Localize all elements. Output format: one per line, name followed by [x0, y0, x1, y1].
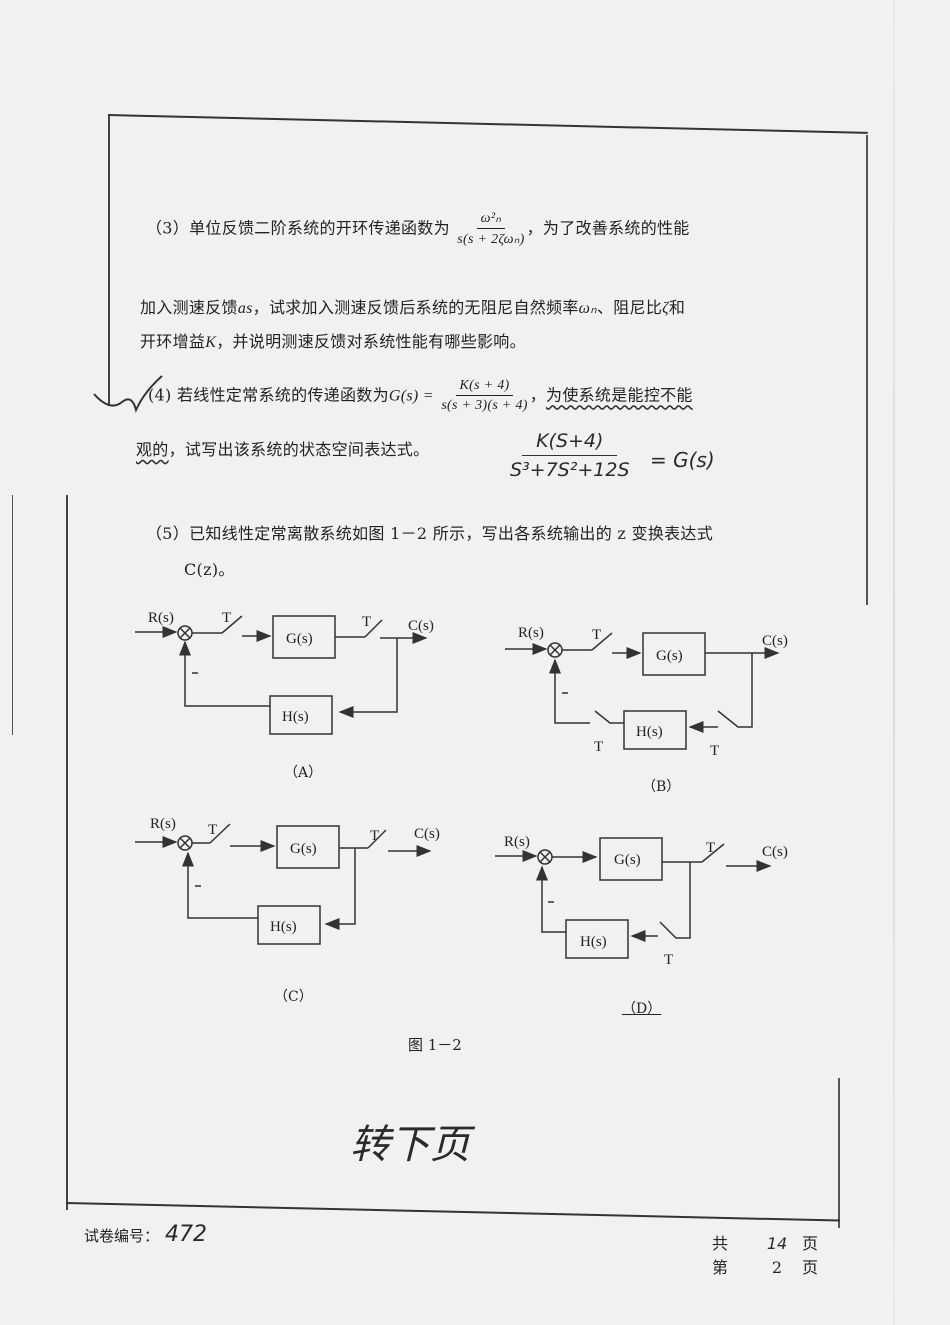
question-text: ，为了改善系统的性能	[526, 218, 690, 238]
svg-text:H(s): H(s)	[580, 934, 607, 950]
svg-text:C(s): C(s)	[414, 826, 440, 842]
svg-text:T: T	[664, 952, 673, 968]
page-frame-right	[866, 135, 868, 605]
math-var: ζ	[662, 300, 669, 317]
transfer-function-fraction: K(s + 4) s(s + 3)(s + 4)	[441, 378, 527, 414]
svg-text:R(s): R(s)	[518, 625, 544, 641]
transfer-function-fraction: ω²ₙ s(s + 2ζωₙ)	[457, 210, 524, 248]
margin-mark	[12, 495, 13, 735]
total-label: 共	[712, 1234, 729, 1253]
question-text: ，	[529, 385, 547, 405]
svg-text:G(s): G(s)	[656, 648, 683, 664]
handwritten-equation: = G(s)	[650, 448, 715, 472]
svg-text:R(s): R(s)	[150, 816, 176, 832]
block-diagram-c: R(s) T G(s) T C(s) H(s)	[135, 816, 440, 945]
svg-text:C(s): C(s)	[762, 633, 788, 649]
page-frame-bottom	[65, 1202, 840, 1222]
figure-title: 图 1－2	[408, 1036, 462, 1054]
svg-text:C(s): C(s)	[762, 844, 788, 860]
block-diagram-d: R(s) G(s) T C(s) H(s) T	[495, 834, 788, 968]
numerator: K(s + 4)	[455, 378, 514, 396]
svg-text:G(s): G(s)	[286, 631, 313, 647]
svg-text:R(s): R(s)	[504, 834, 530, 850]
question-3-line-1: （3）单位反馈二阶系统的开环传递函数为 ω²ₙ s(s + 2ζωₙ) ，为了改…	[146, 210, 690, 248]
diagram-b-caption: （B）	[642, 779, 681, 795]
page-unit: 页	[802, 1234, 819, 1253]
question-text: 单位反馈二阶系统的开环传递函数为	[189, 218, 450, 238]
svg-text:T: T	[208, 822, 217, 838]
math-var: as	[237, 300, 253, 317]
question-text: 、阻尼比	[596, 298, 663, 317]
numerator: ω²ₙ	[476, 210, 506, 229]
handwritten-note: 转下页	[350, 1122, 470, 1168]
page-frame-top	[107, 114, 868, 134]
page-frame-right-lower	[838, 1078, 840, 1228]
underlined-text: 观的	[136, 440, 169, 459]
page-unit: 页	[802, 1258, 819, 1277]
handwritten-denominator: S³+7S²+12S	[510, 459, 630, 481]
denominator: s(s + 3)(s + 4)	[441, 398, 528, 413]
svg-text:T: T	[370, 828, 379, 844]
question-text: 已知线性定常离散系统如图 1－2 所示，写出各系统输出的 z 变换表达式	[189, 524, 714, 543]
block-diagram-b: R(s) T G(s) C(s) H(s) T T	[505, 625, 788, 759]
underlined-text: 为使系统是能控不能	[546, 385, 693, 405]
question-text: 和	[668, 298, 686, 317]
svg-text:T: T	[592, 627, 601, 643]
page-frame-left-lower	[66, 495, 68, 1210]
svg-text:T: T	[710, 743, 719, 759]
handwritten-fraction: K(S+4) S³+7S²+12S	[510, 430, 630, 481]
question-text: ，试求加入测速反馈后系统的无阻尼自然频率	[252, 298, 579, 317]
denominator: s(s + 2ζωₙ)	[457, 232, 525, 247]
question-5-line-2: C(z)。	[184, 560, 235, 579]
handwritten-numerator: K(S+4)	[522, 430, 618, 456]
svg-text:G(s): G(s)	[614, 852, 641, 868]
svg-text:R(s): R(s)	[148, 610, 174, 626]
current-label: 第	[712, 1258, 729, 1277]
math-var: K	[205, 334, 217, 351]
question-4-line-2: 观的，试写出该系统的状态空间表达式。	[136, 436, 429, 460]
page-frame-left	[108, 116, 110, 406]
math-var: ωₙ	[578, 300, 597, 317]
svg-text:H(s): H(s)	[270, 919, 297, 935]
question-3-line-3: 开环增益K，并说明测速反馈对系统性能有哪些影响。	[140, 328, 526, 352]
question-number: （3）	[146, 218, 190, 238]
question-number: （5）	[146, 524, 190, 543]
paper-id: 试卷编号： 472	[84, 1222, 207, 1247]
question-text: 加入测速反馈	[140, 298, 238, 317]
svg-text:T: T	[362, 614, 371, 630]
svg-text:H(s): H(s)	[636, 724, 663, 740]
question-4-line-1: (4) 若线性定常系统的传递函数为G(s) = K(s + 4) s(s + 3…	[148, 378, 693, 414]
block-diagram-a: R(s) T G(s) T C(s) H(s)	[135, 610, 434, 735]
current-page: 2	[771, 1258, 783, 1277]
diagram-a-caption: （A）	[284, 765, 323, 781]
question-text: ，并说明测速反馈对系统性能有哪些影响。	[216, 332, 526, 351]
math-lhs: G(s) =	[388, 387, 434, 405]
question-text: 开环增益	[140, 332, 206, 351]
paper-id-label: 试卷编号：	[84, 1227, 160, 1245]
diagram-c-caption: （C）	[274, 989, 313, 1005]
svg-text:H(s): H(s)	[282, 709, 309, 725]
svg-text:G(s): G(s)	[290, 841, 317, 857]
question-text: ，试写出该系统的状态空间表达式。	[168, 440, 430, 459]
total-pages: 14	[766, 1234, 788, 1253]
question-3-line-2: 加入测速反馈as，试求加入测速反馈后系统的无阻尼自然频率ωₙ、阻尼比ζ和	[140, 294, 685, 318]
question-text: 若线性定常系统的传递函数为	[176, 385, 389, 405]
question-number: (4)	[148, 385, 172, 405]
handwritten-check-icon	[93, 375, 163, 414]
scan-edge	[893, 0, 895, 1325]
svg-text:C(s): C(s)	[408, 618, 434, 634]
svg-text:T: T	[706, 840, 715, 856]
svg-text:T: T	[594, 739, 603, 755]
question-5-line-1: （5）已知线性定常离散系统如图 1－2 所示，写出各系统输出的 z 变换表达式	[146, 520, 713, 544]
svg-text:T: T	[222, 610, 231, 626]
page-counter: 共 14 页 第 2 页	[712, 1232, 832, 1280]
paper-id-value: 472	[165, 1222, 208, 1247]
diagram-d-caption: （D）	[622, 1001, 662, 1017]
